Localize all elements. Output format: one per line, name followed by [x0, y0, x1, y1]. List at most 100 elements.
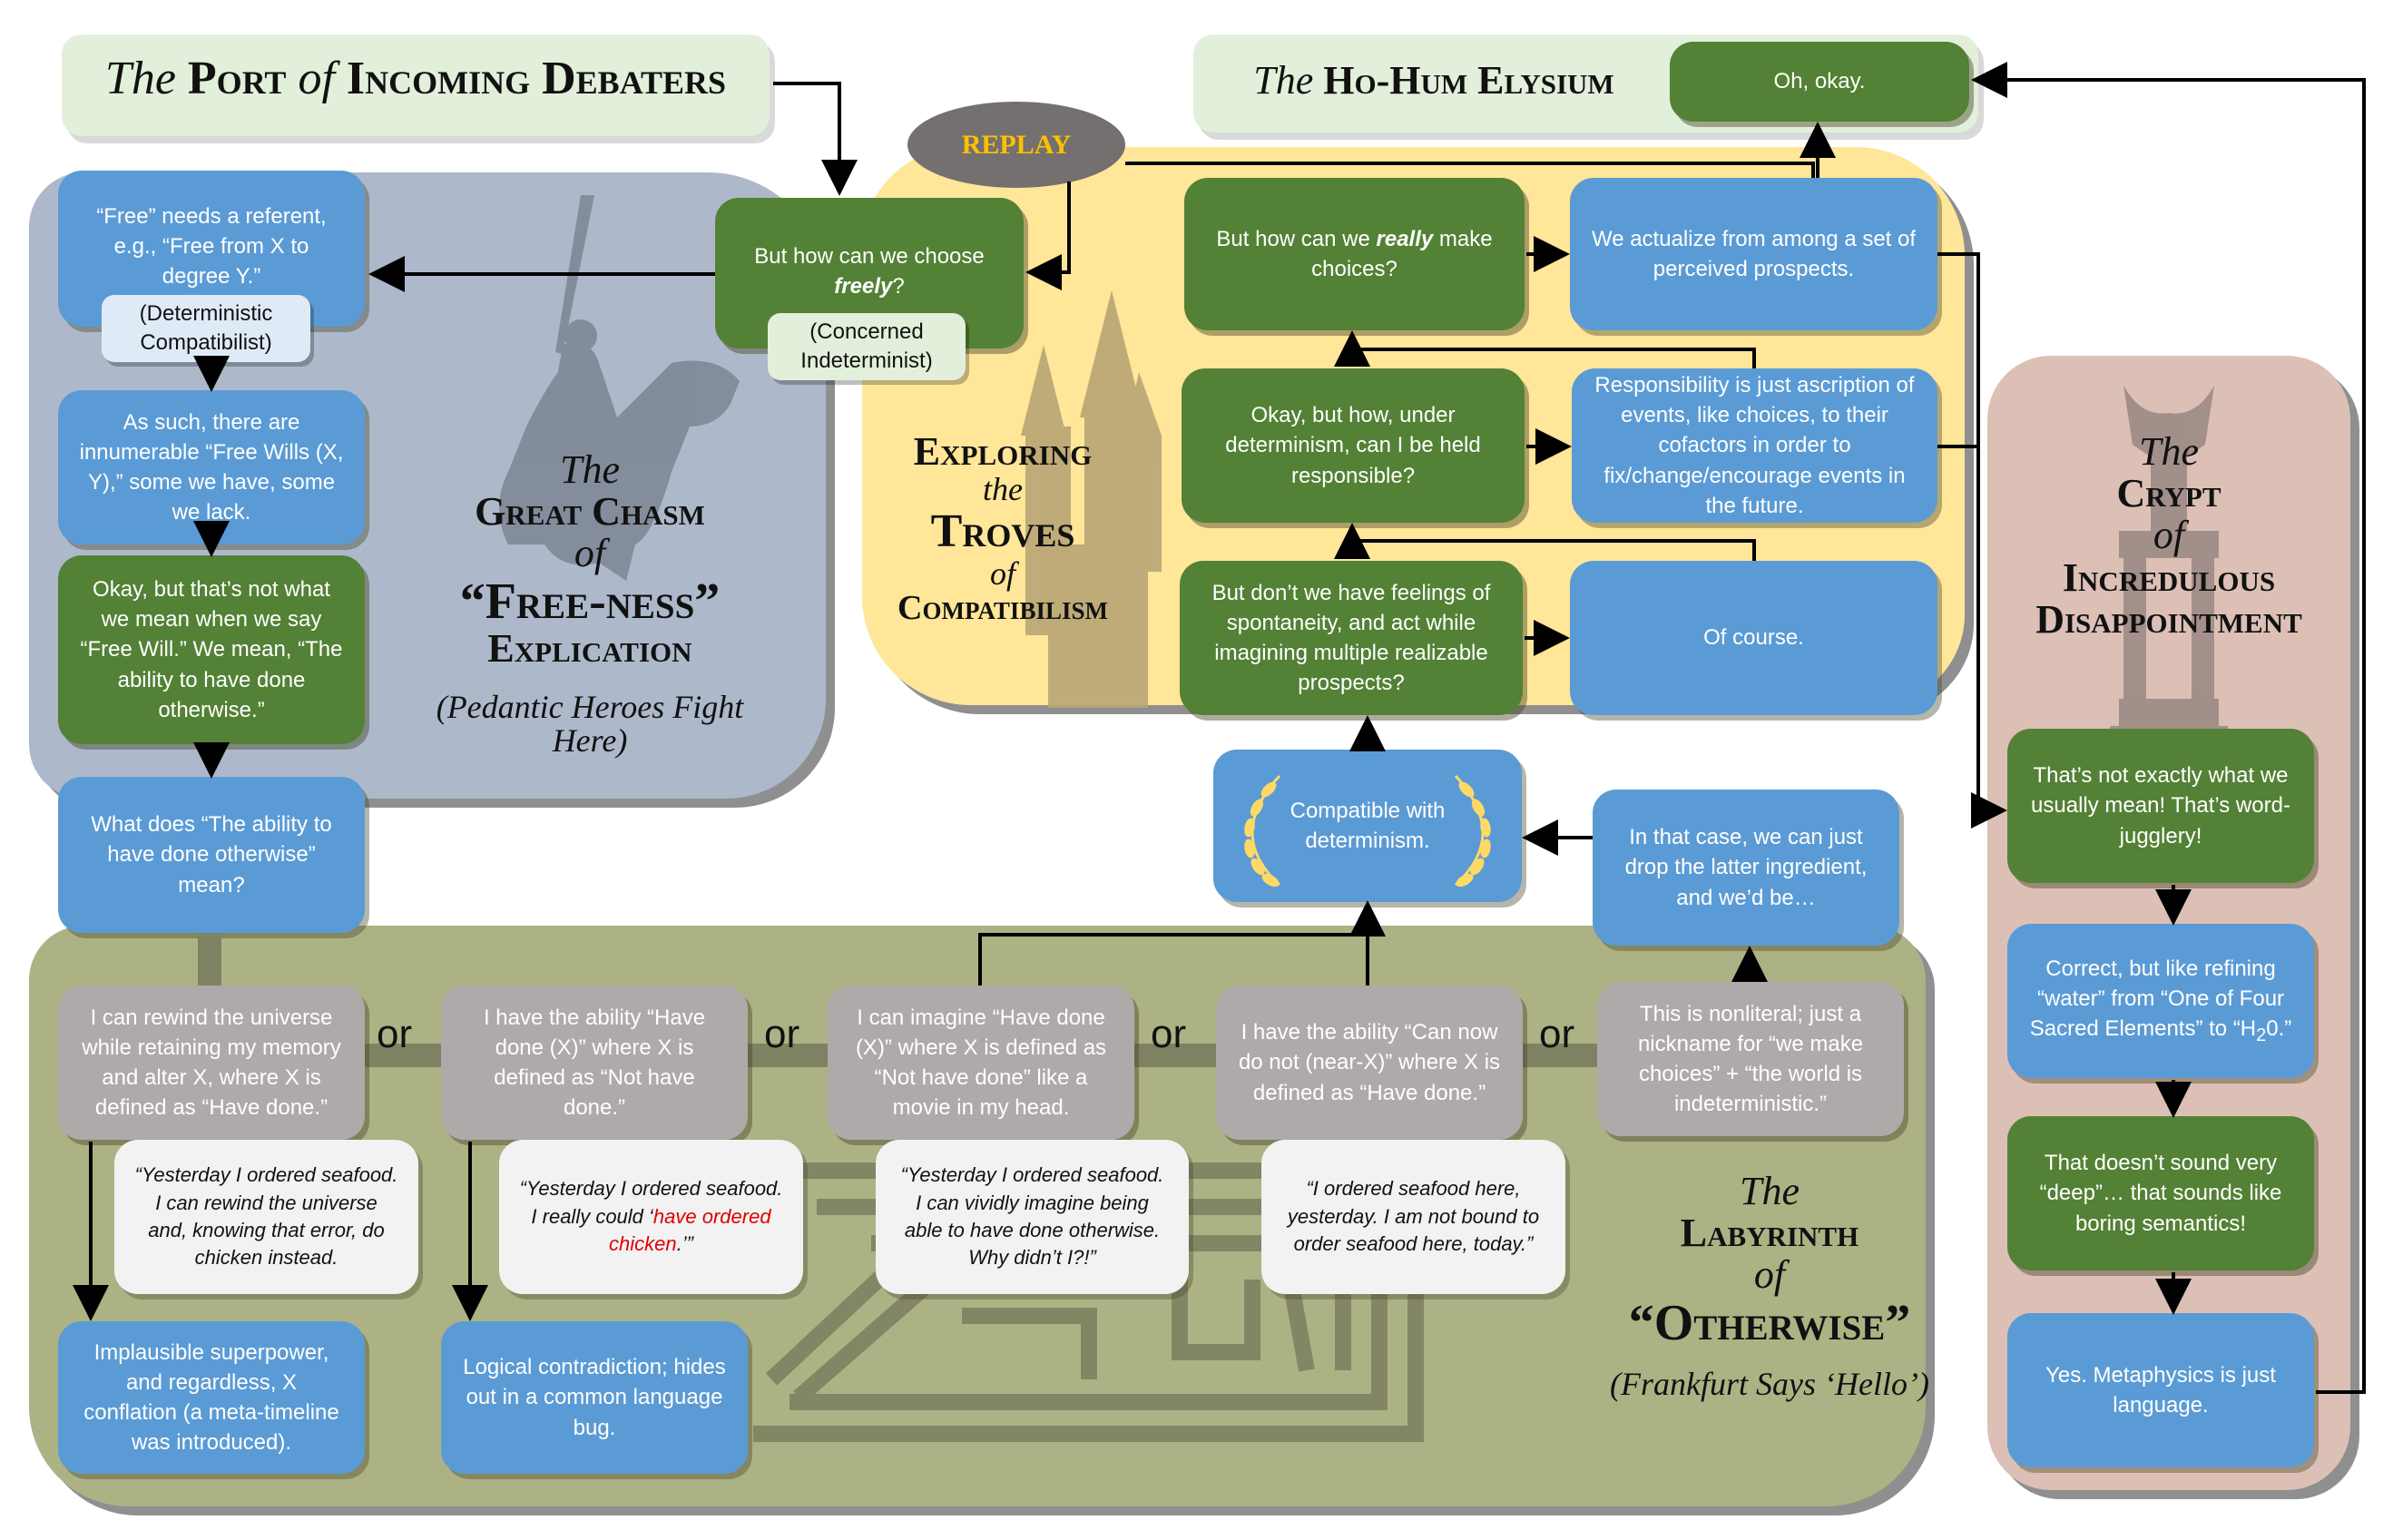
- tag-text: (Deterministic Compatibilist): [139, 300, 273, 355]
- option-have-done-box[interactable]: I have the ability “Have done (X)” where…: [441, 986, 748, 1140]
- box-text: I have the ability “Have done (X)” where…: [483, 1005, 706, 1121]
- actualize-box[interactable]: We actualize from among a set of perceiv…: [1570, 178, 1937, 330]
- option-nonliteral-box[interactable]: This is nonliteral; just a nickname for …: [1597, 982, 1904, 1136]
- held-responsible-box[interactable]: Okay, but how, under determinism, can I …: [1182, 368, 1525, 523]
- box-text: That doesn’t sound very “deep”… that sou…: [2039, 1151, 2282, 1236]
- box-text: Compatible with determinism.: [1290, 798, 1446, 853]
- title-word: Ho-Hum Elysium: [1323, 58, 1614, 103]
- box-text: Responsibility is just ascription of eve…: [1594, 373, 1915, 518]
- quote-text: “Yesterday I ordered seafood. I really c…: [519, 1175, 783, 1258]
- spontaneity-box[interactable]: But don’t we have feelings of spontaneit…: [1180, 561, 1523, 715]
- text-highlight: have ordered chicken: [609, 1204, 771, 1256]
- quote-can-now: “I ordered seafood here, yesterday. I am…: [1261, 1140, 1565, 1294]
- metaphysics-box[interactable]: Yes. Metaphysics is just language.: [2007, 1313, 2314, 1467]
- troves-title: Exploring the Troves of Compatibilism: [885, 429, 1121, 628]
- text-subscript: 2: [2256, 1025, 2267, 1045]
- not-exactly-box[interactable]: That’s not exactly what we usually mean!…: [2007, 729, 2314, 883]
- box-text: Correct, but like refining “water” from …: [2027, 954, 2294, 1049]
- box-text: Okay, but that’s not what we mean when w…: [80, 577, 343, 722]
- title-the: The: [1253, 58, 1314, 103]
- box-text: In that case, we can just drop the latte…: [1624, 825, 1868, 910]
- title-word: Disappointment: [2035, 596, 2302, 642]
- innumerable-box[interactable]: As such, there are innumerable “Free Wil…: [58, 390, 365, 544]
- or-label: or: [1539, 1012, 1575, 1056]
- labyrinth-title: The Labyrinth of “Otherwise” (Frankfurt …: [1579, 1169, 1960, 1403]
- title-the: The: [560, 447, 620, 492]
- title-of: of: [2153, 513, 2185, 558]
- title-word: Crypt: [2116, 471, 2221, 516]
- box-text: That’s not exactly what we usually mean!…: [2031, 763, 2290, 848]
- box-text: Yes. Metaphysics is just language.: [2045, 1362, 2276, 1417]
- title-word: Labyrinth: [1680, 1211, 1859, 1256]
- title-word: Troves: [930, 505, 1075, 557]
- title-the: The: [2139, 429, 2199, 474]
- implausible-box[interactable]: Implausible superpower, and regardless, …: [58, 1321, 365, 1474]
- option-rewind-box[interactable]: I can rewind the universe while retainin…: [58, 986, 365, 1140]
- text-part: make choices?: [1311, 226, 1493, 281]
- text-emphasis: freely: [834, 274, 893, 299]
- box-text: But how can we choose freely?: [735, 241, 1004, 301]
- refining-water-box[interactable]: Correct, but like refining “water” from …: [2007, 924, 2314, 1078]
- box-text: But don’t we have feelings of spontaneit…: [1211, 580, 1491, 696]
- option-can-now-box[interactable]: I have the ability “Can now do not (near…: [1216, 986, 1523, 1140]
- compatible-box[interactable]: Compatible with determinism.: [1213, 750, 1522, 902]
- of-course-box[interactable]: Of course.: [1570, 561, 1937, 715]
- quote-have-done: “Yesterday I ordered seafood. I really c…: [499, 1140, 803, 1294]
- deterministic-compatibilist-tag: (Deterministic Compatibilist): [102, 295, 310, 362]
- text-part: But how can we: [1216, 226, 1377, 251]
- responsibility-box[interactable]: Responsibility is just ascription of eve…: [1572, 368, 1937, 523]
- box-text: Oh, okay.: [1773, 69, 1866, 94]
- quote-text: “Yesterday I ordered seafood. I can vivi…: [900, 1163, 1164, 1270]
- title-word: Compatibilism: [897, 589, 1108, 628]
- text-part: ?: [892, 274, 905, 299]
- title-the: the: [983, 471, 1023, 508]
- quote-rewind: “Yesterday I ordered seafood. I can rewi…: [114, 1140, 418, 1294]
- box-text: I can rewind the universe while retainin…: [82, 1005, 341, 1121]
- not-deep-box[interactable]: That doesn’t sound very “deep”… that sou…: [2007, 1116, 2314, 1270]
- tag-text: (Concerned Indeterminist): [800, 319, 933, 373]
- not-what-we-mean-box[interactable]: Okay, but that’s not what we mean when w…: [58, 555, 365, 744]
- box-text: We actualize from among a set of perceiv…: [1591, 226, 1917, 281]
- title-subtitle: (Pedantic Heroes Fight Here): [436, 688, 744, 760]
- crypt-title: The Crypt of Incredulous Disappointment: [1987, 429, 2350, 642]
- title-of: of: [989, 554, 1015, 592]
- really-make-choices-box[interactable]: But how can we really make choices?: [1184, 178, 1525, 330]
- quote-text: “I ordered seafood here, yesterday. I am…: [1287, 1177, 1540, 1256]
- box-text: Implausible superpower, and regardless, …: [83, 1339, 339, 1456]
- what-does-mean-box[interactable]: What does “The ability to have done othe…: [58, 777, 365, 933]
- replay-label: REPLAY: [961, 129, 1072, 160]
- replay-button[interactable]: REPLAY: [907, 102, 1125, 188]
- contradiction-box[interactable]: Logical contradiction; hides out in a co…: [441, 1321, 748, 1474]
- title-word: Incredulous: [2062, 554, 2276, 600]
- quote-imagine: “Yesterday I ordered seafood. I can vivi…: [876, 1140, 1189, 1294]
- title-word: Exploring: [913, 429, 1093, 474]
- box-text: Of course.: [1703, 625, 1804, 651]
- port-banner: [62, 34, 770, 136]
- text-part: 0.”: [2266, 1015, 2292, 1041]
- title-of: of: [574, 531, 606, 576]
- option-imagine-box[interactable]: I can imagine “Have done (X)” where X is…: [828, 986, 1134, 1140]
- title-subtitle: (Frankfurt Says ‘Hello’): [1610, 1366, 1929, 1403]
- concerned-indeterminist-tag: (Concerned Indeterminist): [768, 313, 966, 380]
- title-word: Incoming Debaters: [346, 53, 727, 104]
- box-text: Logical contradiction; hides out in a co…: [463, 1355, 726, 1440]
- port-title: The Port of Incoming Debaters: [62, 54, 770, 104]
- title-of: of: [1753, 1252, 1786, 1298]
- oh-okay-box[interactable]: Oh, okay.: [1670, 42, 1969, 122]
- or-label: or: [377, 1012, 413, 1056]
- title-word: “Free-ness”: [459, 573, 721, 630]
- quote-text: “Yesterday I ordered seafood. I can rewi…: [134, 1163, 398, 1270]
- arrow-port-to-choose: [773, 82, 858, 196]
- title-word: Explication: [487, 626, 692, 672]
- title-the: The: [104, 53, 176, 104]
- drop-latter-box[interactable]: In that case, we can just drop the latte…: [1593, 790, 1899, 946]
- text-part: “Yesterday I ordered seafood. I really c…: [519, 1177, 783, 1228]
- text-part: Correct, but like refining “water” from …: [2029, 956, 2285, 1041]
- or-label: or: [764, 1012, 800, 1056]
- box-text: But how can we really make choices?: [1204, 224, 1505, 284]
- chasm-title: The Great Chasm of “Free-ness” Explicati…: [399, 447, 780, 760]
- title-the: The: [1740, 1169, 1800, 1213]
- box-text: I can imagine “Have done (X)” where X is…: [855, 1005, 1107, 1121]
- box-text: As such, there are innumerable “Free Wil…: [79, 409, 344, 525]
- text-part: But how can we choose: [754, 244, 985, 269]
